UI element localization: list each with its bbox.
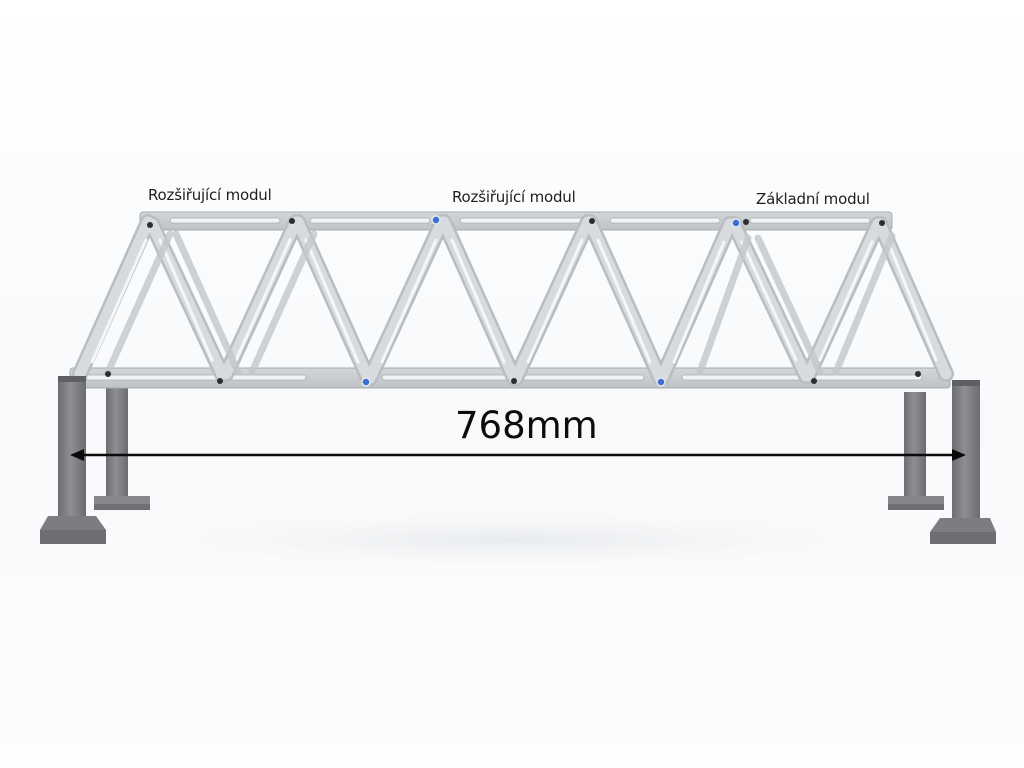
pillar-back-right: [888, 392, 944, 510]
pillar-front-left: [40, 376, 106, 544]
dimension-label: 768mm: [455, 404, 598, 447]
module-label-center: Rozšiřující modul: [452, 188, 576, 206]
pillar-front-right: [930, 380, 996, 544]
module-label-right: Základní modul: [756, 190, 870, 208]
pillar-back-left: [94, 388, 150, 510]
truss-girder: [69, 211, 954, 389]
module-label-left: Rozšiřující modul: [148, 186, 272, 204]
dimension-arrow: [70, 449, 966, 461]
